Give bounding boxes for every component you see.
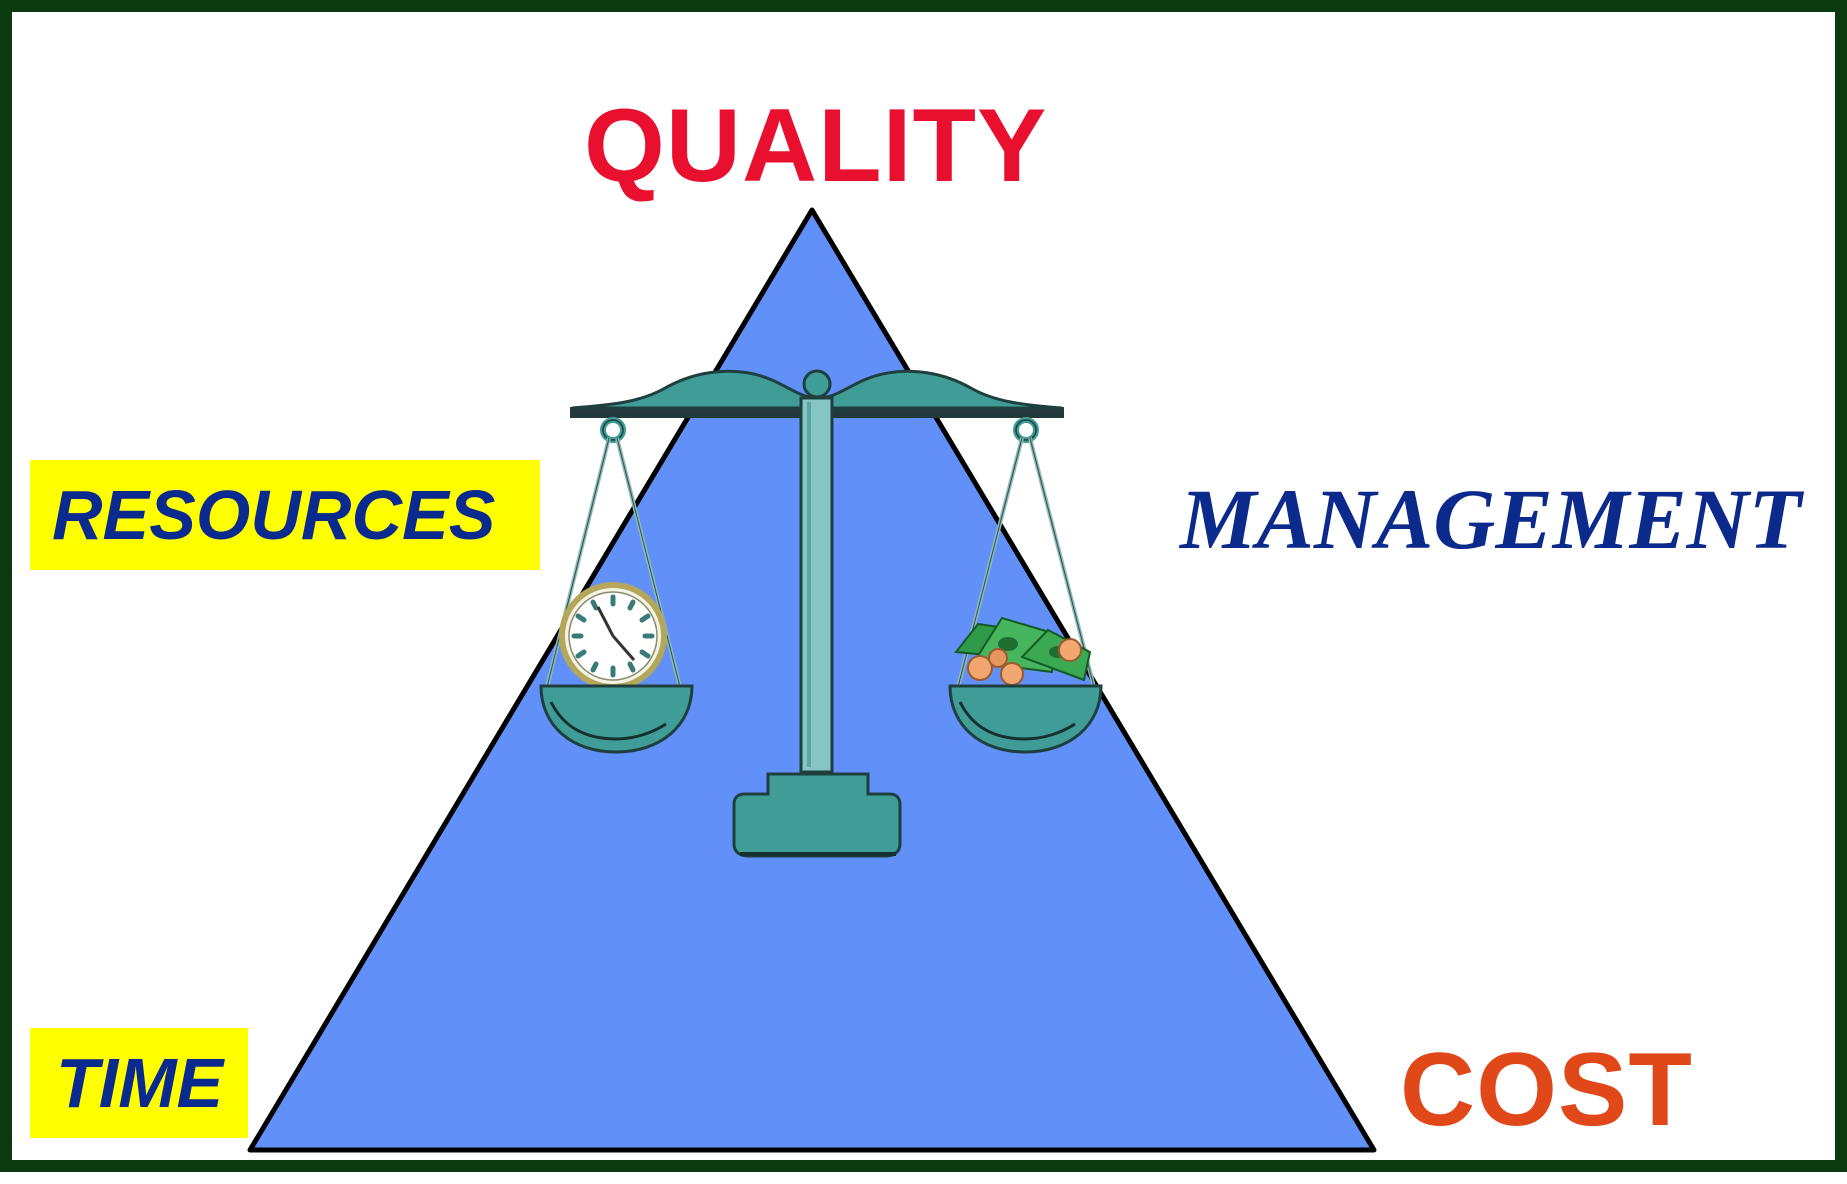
scale-pans: [539, 684, 1103, 754]
cost-label: COST: [1400, 1032, 1693, 1148]
money-icon: [954, 616, 1092, 686]
management-label: MANAGEMENT: [1180, 471, 1802, 567]
clock-icon: [559, 582, 667, 690]
resources-highlight: RESOURCES: [30, 460, 540, 570]
diagram-artwork: [247, 207, 1377, 1153]
resources-label: RESOURCES: [52, 476, 496, 554]
time-highlight: TIME: [30, 1028, 248, 1138]
time-label: TIME: [56, 1044, 224, 1122]
quality-label: QUALITY: [584, 88, 1048, 204]
balance-scale-icon: [545, 369, 1096, 858]
